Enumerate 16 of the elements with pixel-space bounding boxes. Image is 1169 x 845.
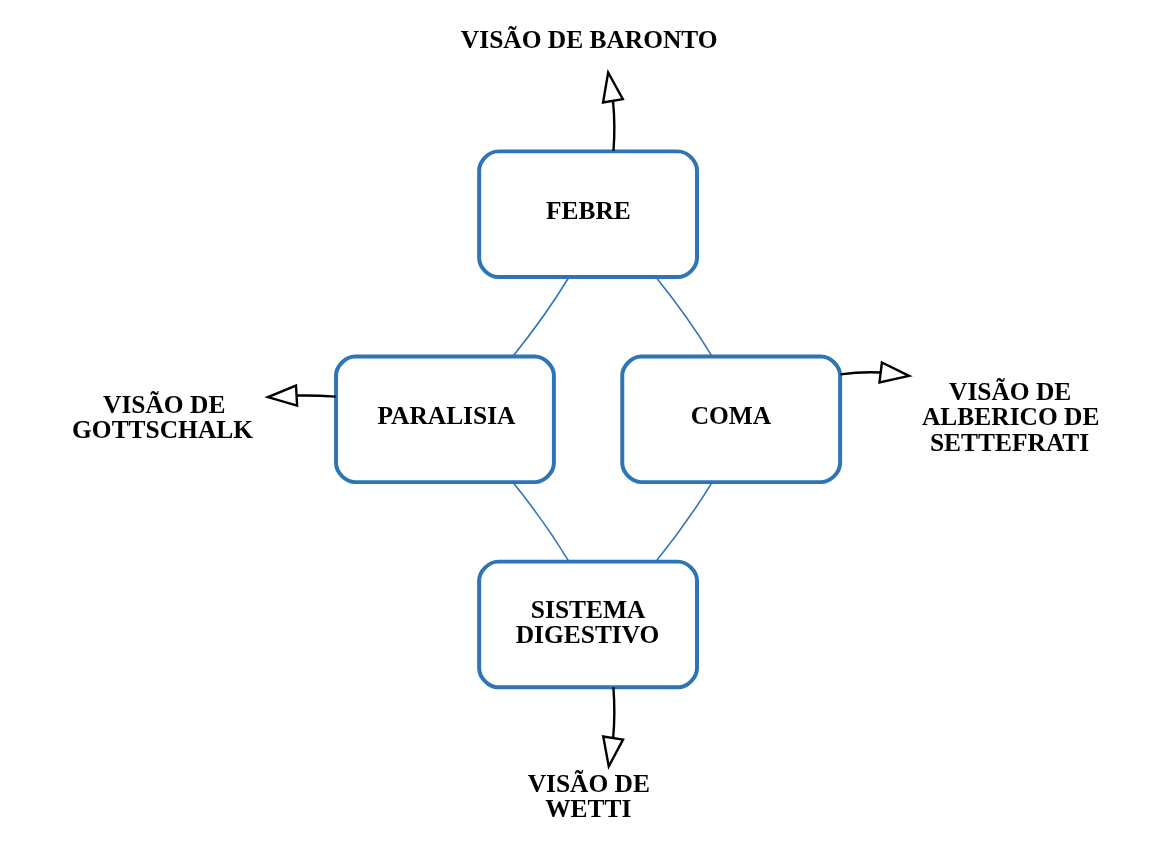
node-text: VISÃO DE GOTTSCHALK <box>72 389 254 445</box>
connector <box>511 276 570 358</box>
node-text: VISÃO DE BARONTO <box>460 24 718 54</box>
connector <box>655 276 713 358</box>
arrow <box>601 68 625 151</box>
node-box: SISTEMA DIGESTIVO <box>477 559 699 690</box>
node-text: VISÃO DE WETTI <box>527 768 650 824</box>
arrow <box>264 383 336 408</box>
node-box: PARALISIA <box>334 354 556 485</box>
node-text: VISÃO DE ALBERICO DE SETTEFRATI <box>922 376 1100 457</box>
arrow <box>840 360 913 384</box>
connector <box>655 481 713 563</box>
arrow <box>601 687 625 770</box>
node-box: FEBRE <box>477 149 699 279</box>
connector <box>512 481 570 563</box>
node-box: COMA <box>620 354 843 485</box>
